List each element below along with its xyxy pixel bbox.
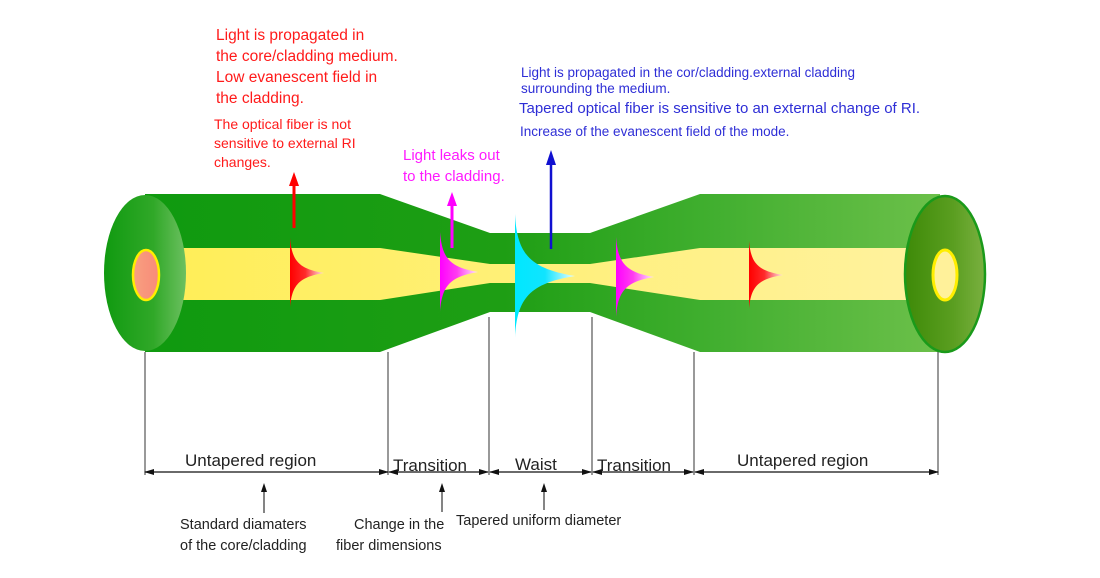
footnote-line: of the core/cladding — [180, 538, 307, 554]
transition-right-pulse — [616, 237, 654, 317]
annotation-line: surrounding the medium. — [521, 81, 671, 96]
annotation-untapered-sensitivity: The optical fiber is not sensitive to ex… — [214, 115, 356, 172]
waist-pulse — [515, 214, 575, 338]
footnote-line: Change in the — [354, 517, 445, 533]
untapered-right-pulse — [749, 241, 783, 309]
annotation-transition-leak: Light leaks out to the cladding. — [403, 145, 505, 187]
annotation-untapered-propagation: Light is propagated in the core/cladding… — [216, 25, 398, 109]
annotation-line: changes. — [214, 154, 271, 170]
annotation-line: Light leaks out — [403, 147, 500, 164]
annotation-waist-evanescent: Increase of the evanescent field of the … — [520, 124, 790, 139]
pulses-group — [290, 214, 783, 338]
footnote-standard-diameters: Standard diamaters of the core/cladding — [180, 515, 307, 557]
region-label-untapered-right: Untapered region — [737, 451, 869, 470]
annotation-line: to the cladding. — [403, 168, 505, 185]
region-label-waist: Waist — [515, 455, 557, 474]
untapered-left-pulse — [290, 238, 324, 308]
annotation-line: the cladding. — [216, 90, 304, 107]
footnote-tapered-uniform: Tapered uniform diameter — [456, 513, 622, 529]
left-end-core — [131, 248, 161, 302]
footnote-line: Standard diamaters — [180, 517, 307, 533]
footnote-line: fiber dimensions — [336, 538, 442, 554]
footnote-arrows — [261, 483, 547, 513]
annotation-line: Light is propagated in — [216, 27, 365, 44]
region-label-untapered-left: Untapered region — [185, 451, 317, 470]
region-label-transition-right: Transition — [597, 456, 672, 475]
annotation-line: the core/cladding medium. — [216, 48, 398, 65]
footnote-change-dimensions: Change in the fiber dimensions — [336, 515, 444, 557]
annotation-line: Light is propagated in the cor/cladding.… — [521, 65, 855, 80]
region-label-transition-left: Transition — [393, 456, 468, 475]
leak-arrow-magenta — [447, 192, 457, 248]
annotation-line: Low evanescent field in — [216, 69, 378, 86]
dimension-lines — [144, 317, 939, 475]
right-end-core — [931, 248, 959, 302]
leak-arrow-red — [289, 172, 299, 228]
annotation-line: sensitive to external RI — [214, 135, 356, 151]
annotation-waist-propagation: Light is propagated in the cor/cladding.… — [521, 65, 855, 97]
transition-left-pulse — [440, 232, 478, 312]
leak-arrow-blue — [546, 150, 556, 249]
annotation-line: The optical fiber is not — [214, 116, 351, 132]
annotation-waist-sensitivity: Tapered optical fiber is sensitive to an… — [519, 100, 921, 117]
